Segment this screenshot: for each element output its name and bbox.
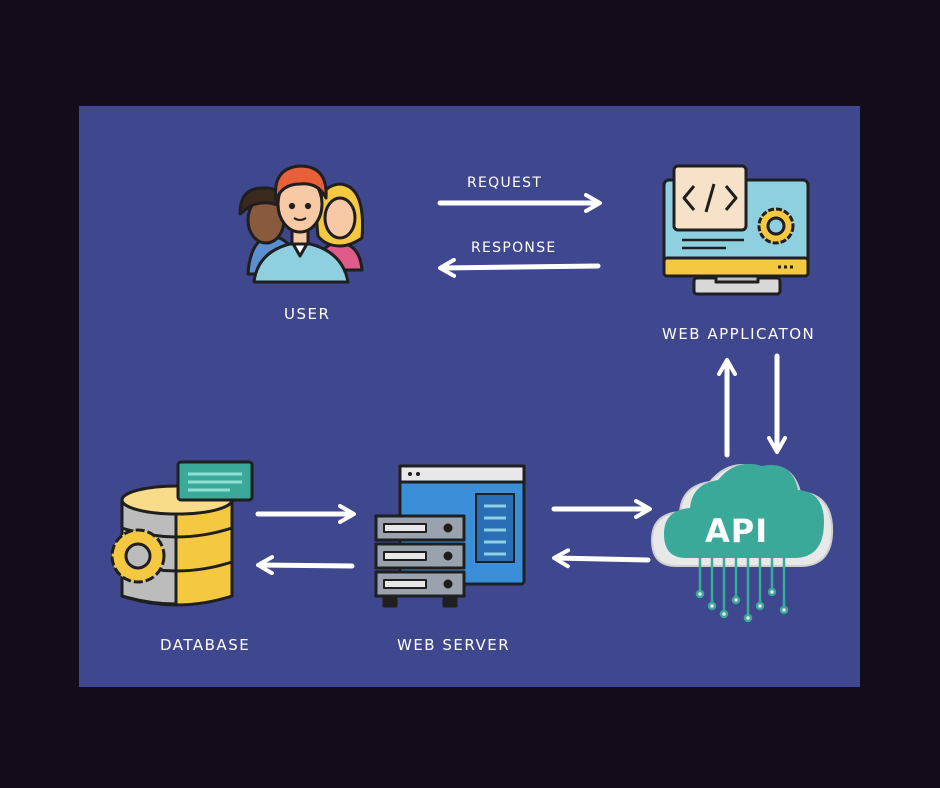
server-to-db-arrow bbox=[256, 555, 355, 576]
database-label: DATABASE bbox=[160, 636, 251, 654]
user-label: USER bbox=[284, 305, 331, 323]
api-cloud-icon bbox=[650, 463, 834, 623]
response-arrow bbox=[438, 257, 601, 278]
users-group-icon bbox=[238, 164, 365, 284]
web-application-label: WEB APPLICATON bbox=[662, 325, 816, 343]
database-gear-icon bbox=[110, 460, 254, 607]
api-label: API bbox=[705, 512, 769, 550]
web-server-label: WEB SERVER bbox=[397, 636, 511, 654]
response-label: RESPONSE bbox=[471, 240, 557, 256]
monitor-code-gear-icon bbox=[662, 164, 810, 296]
server-rack-icon bbox=[374, 464, 526, 608]
request-label: REQUEST bbox=[467, 175, 543, 191]
api-to-server-arrow bbox=[552, 548, 651, 569]
